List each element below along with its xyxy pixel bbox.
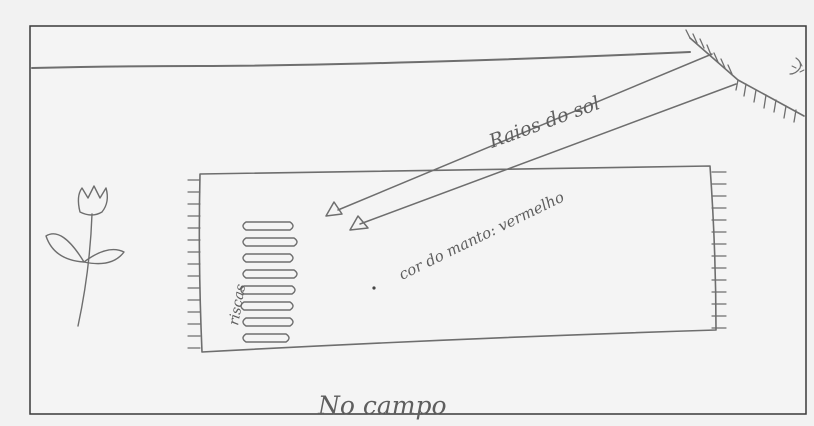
drawing-frame [30, 26, 806, 414]
drawing-caption: No campo [317, 391, 447, 420]
